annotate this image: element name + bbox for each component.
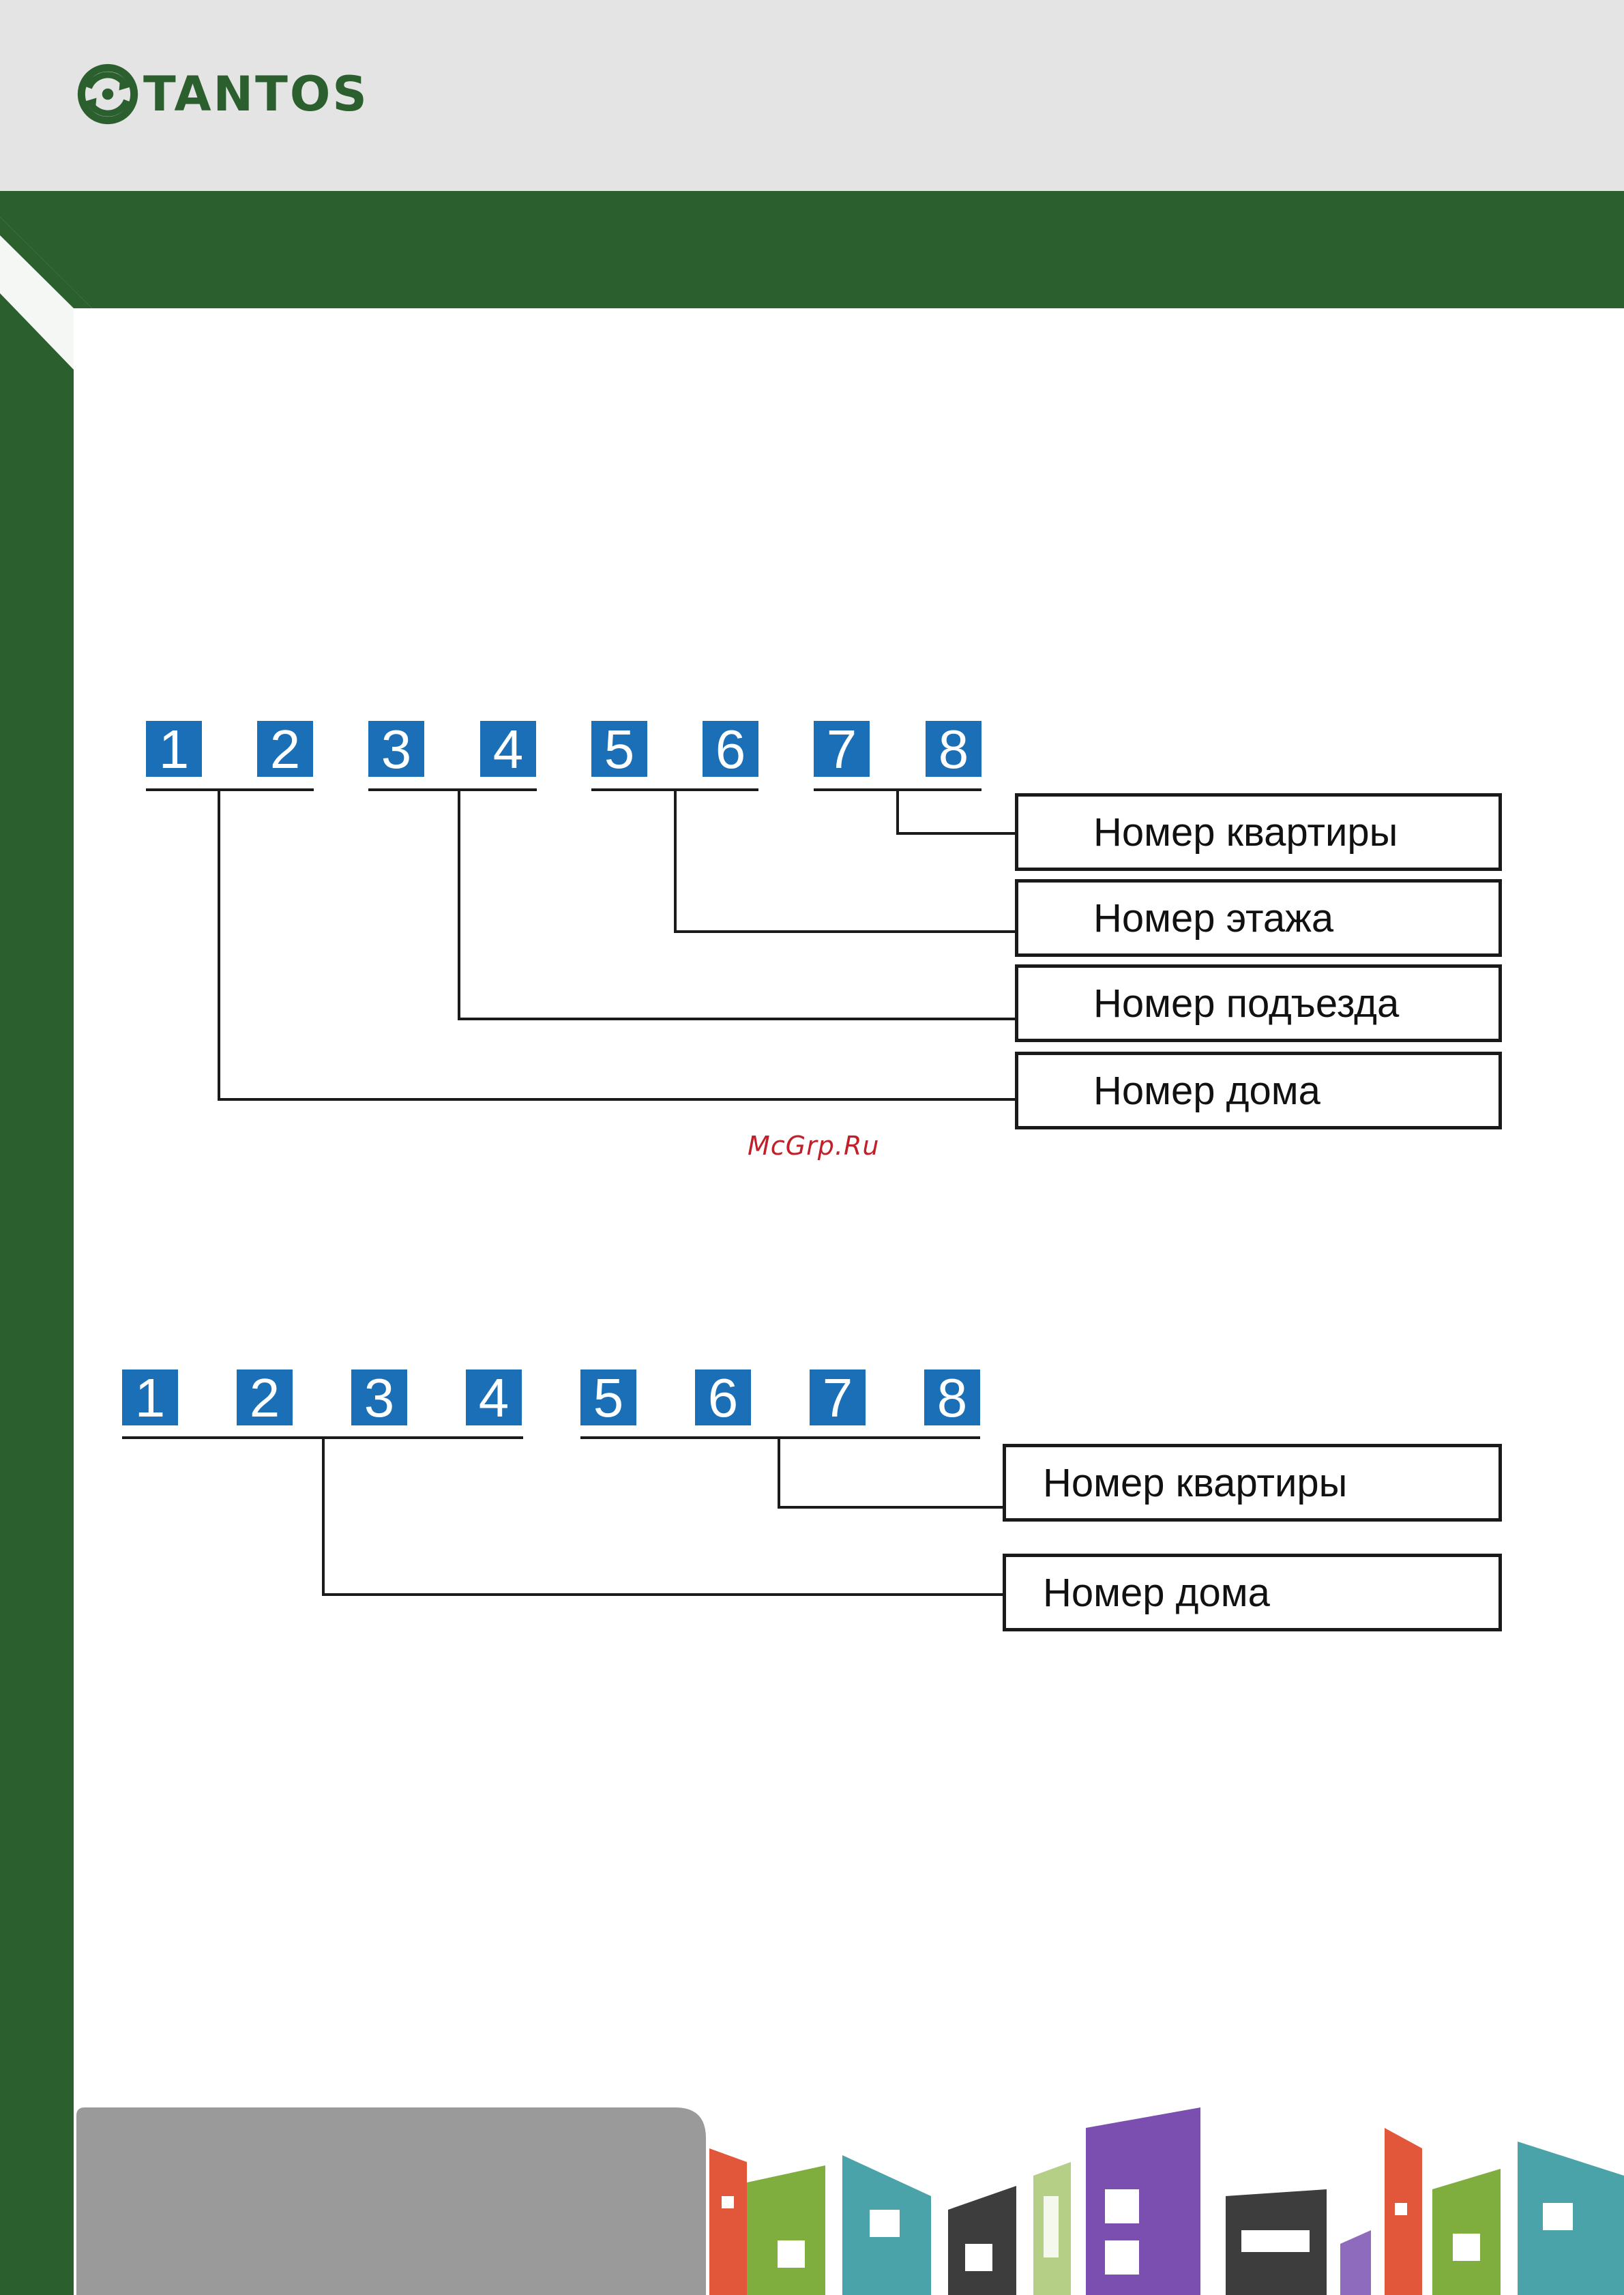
label-floor-number: Номер этажа (1015, 879, 1502, 957)
digit-box: 1 (122, 1369, 178, 1425)
digit-box: 6 (703, 721, 758, 777)
digit-box: 7 (814, 721, 870, 777)
label-house-number: Номер дома (1003, 1554, 1502, 1631)
digit-box: 2 (257, 721, 313, 777)
digit-box: 1 (146, 721, 202, 777)
digit-box: 5 (591, 721, 647, 777)
digit-box: 6 (695, 1369, 751, 1425)
label-apartment-number: Номер квартиры (1015, 793, 1502, 871)
digit-box: 5 (580, 1369, 636, 1425)
digit-box: 8 (924, 1369, 980, 1425)
digit-box: 4 (480, 721, 536, 777)
digit-box: 8 (926, 721, 981, 777)
label-entrance-number: Номер подъезда (1015, 964, 1502, 1042)
digit-box: 2 (237, 1369, 293, 1425)
digit-box: 7 (810, 1369, 866, 1425)
digit-box: 3 (351, 1369, 407, 1425)
digit-box: 4 (466, 1369, 522, 1425)
cityscape-illustration (0, 2101, 1624, 2295)
digit-box: 3 (368, 721, 424, 777)
label-house-number: Номер дома (1015, 1052, 1502, 1129)
watermark: McGrp.Ru (748, 1131, 879, 1161)
label-apartment-number: Номер квартиры (1003, 1444, 1502, 1522)
